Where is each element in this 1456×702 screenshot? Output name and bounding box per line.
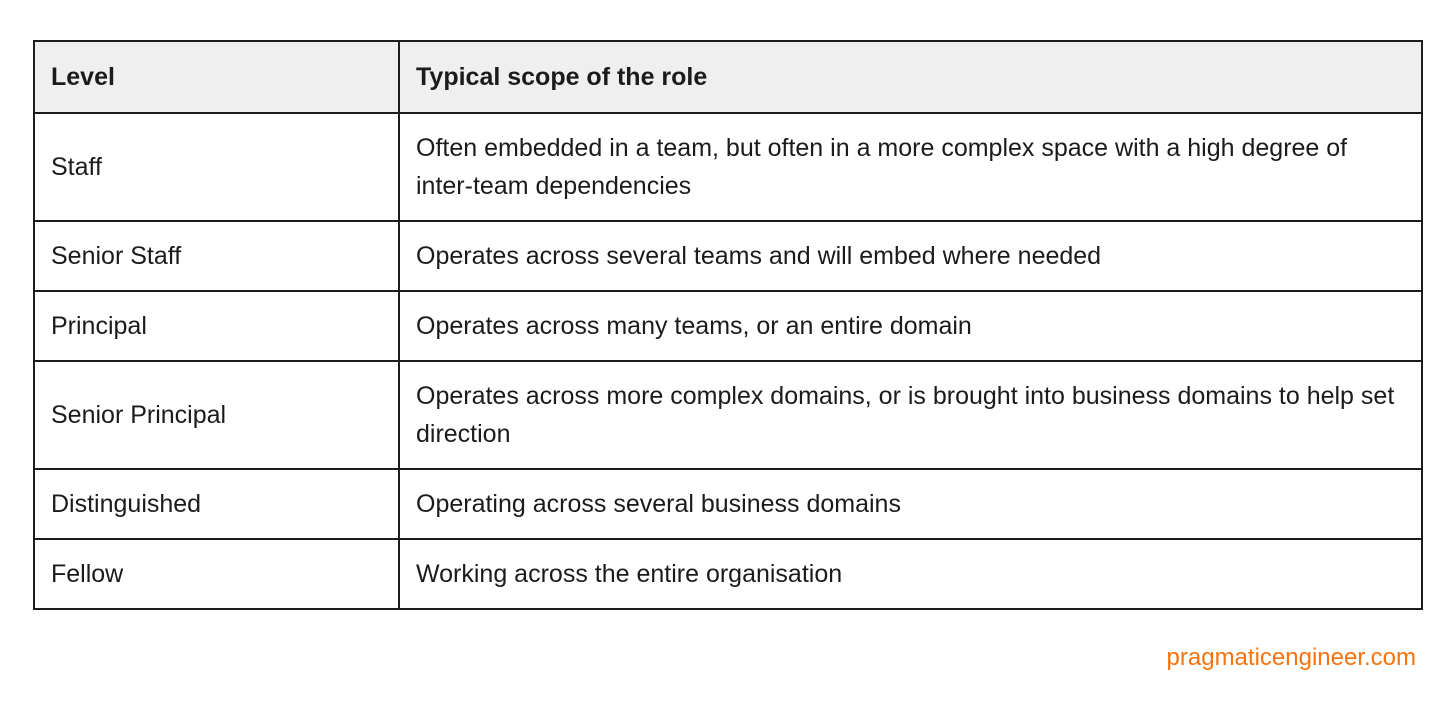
level-cell: Principal <box>33 290 400 362</box>
level-cell: Fellow <box>33 538 400 610</box>
scope-cell: Often embedded in a team, but often in a… <box>398 112 1423 222</box>
table-row: Senior Staff Operates across several tea… <box>33 220 1423 292</box>
site-credit-link[interactable]: pragmaticengineer.com <box>1166 644 1416 671</box>
level-cell: Staff <box>33 112 400 222</box>
table-row: Senior Principal Operates across more co… <box>33 360 1423 470</box>
table-row: Staff Often embedded in a team, but ofte… <box>33 112 1423 222</box>
column-header-scope: Typical scope of the role <box>398 40 1423 114</box>
level-cell: Senior Principal <box>33 360 400 470</box>
table-row: Distinguished Operating across several b… <box>33 468 1423 540</box>
engineer-levels-table: Level Typical scope of the role Staff Of… <box>33 40 1423 610</box>
table-row: Principal Operates across many teams, or… <box>33 290 1423 362</box>
column-header-level: Level <box>33 40 400 114</box>
scope-cell: Operates across many teams, or an entire… <box>398 290 1423 362</box>
level-cell: Distinguished <box>33 468 400 540</box>
scope-cell: Operates across several teams and will e… <box>398 220 1423 292</box>
scope-cell: Operates across more complex domains, or… <box>398 360 1423 470</box>
scope-cell: Working across the entire organisation <box>398 538 1423 610</box>
level-cell: Senior Staff <box>33 220 400 292</box>
table-header-row: Level Typical scope of the role <box>33 40 1423 114</box>
table-row: Fellow Working across the entire organis… <box>33 538 1423 610</box>
scope-cell: Operating across several business domain… <box>398 468 1423 540</box>
